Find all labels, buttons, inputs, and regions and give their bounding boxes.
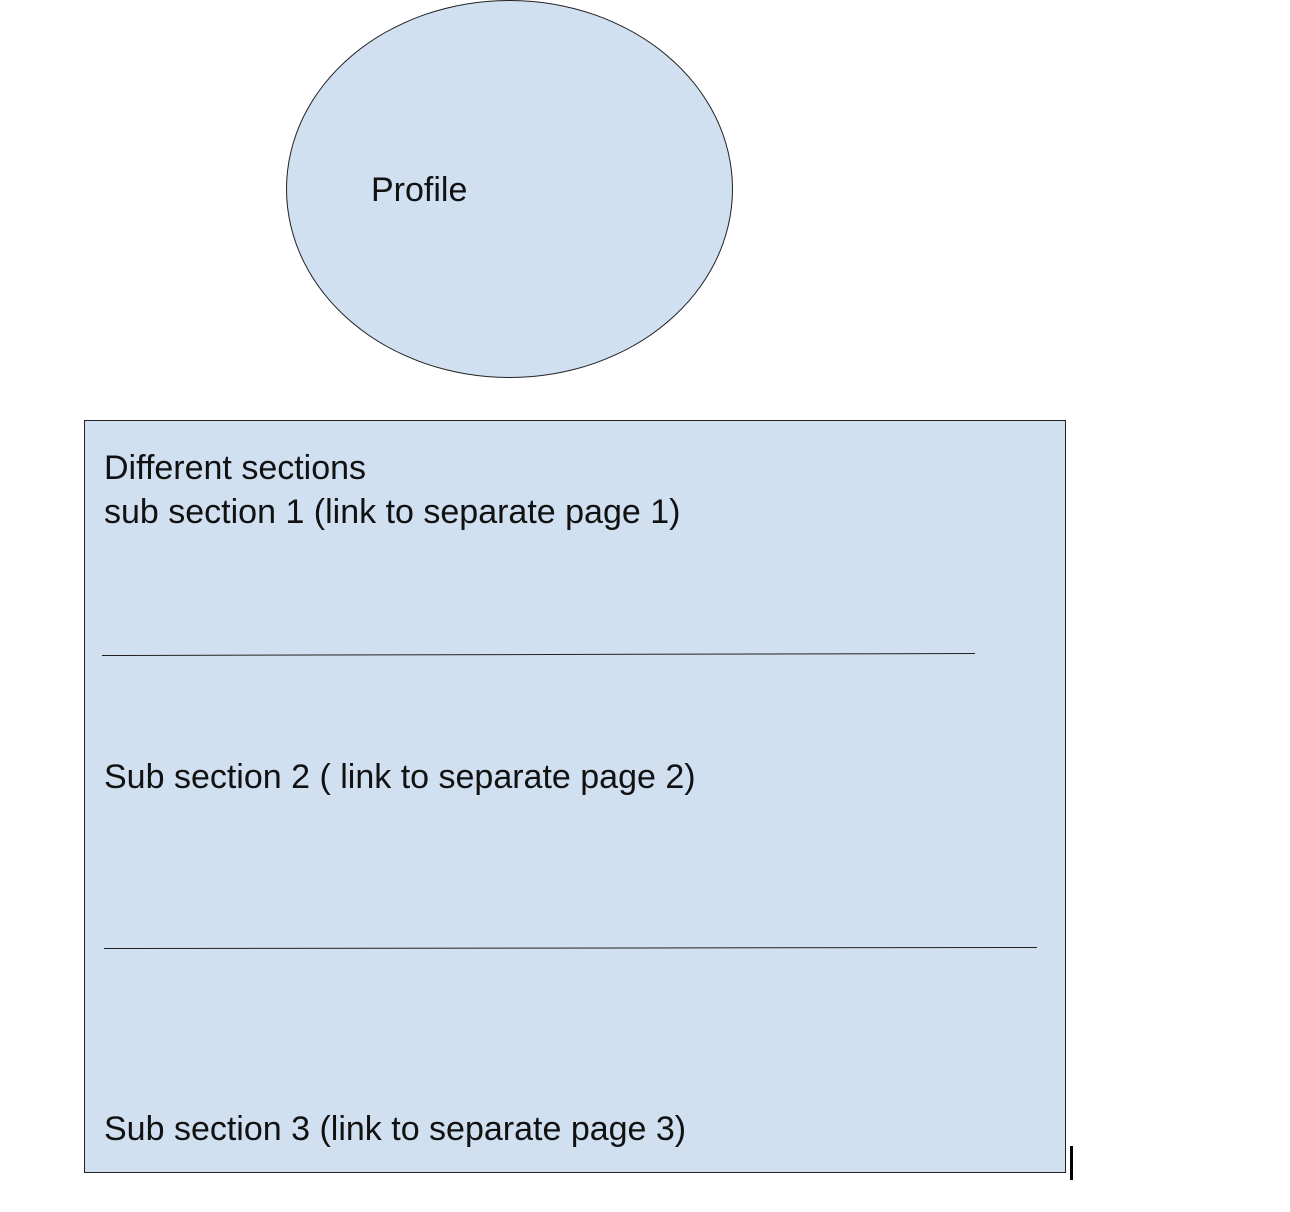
- profile-circle-shape: [286, 0, 733, 378]
- sub-section-2-label: Sub section 2 ( link to separate page 2): [104, 758, 696, 796]
- sections-box: [84, 420, 1066, 1173]
- sections-heading: Different sections: [104, 449, 367, 487]
- text-cursor: [1070, 1146, 1073, 1180]
- profile-label: Profile: [371, 171, 468, 209]
- sub-section-3-label: Sub section 3 (link to separate page 3): [104, 1110, 687, 1148]
- sub-section-1-label: sub section 1 (link to separate page 1): [104, 493, 681, 531]
